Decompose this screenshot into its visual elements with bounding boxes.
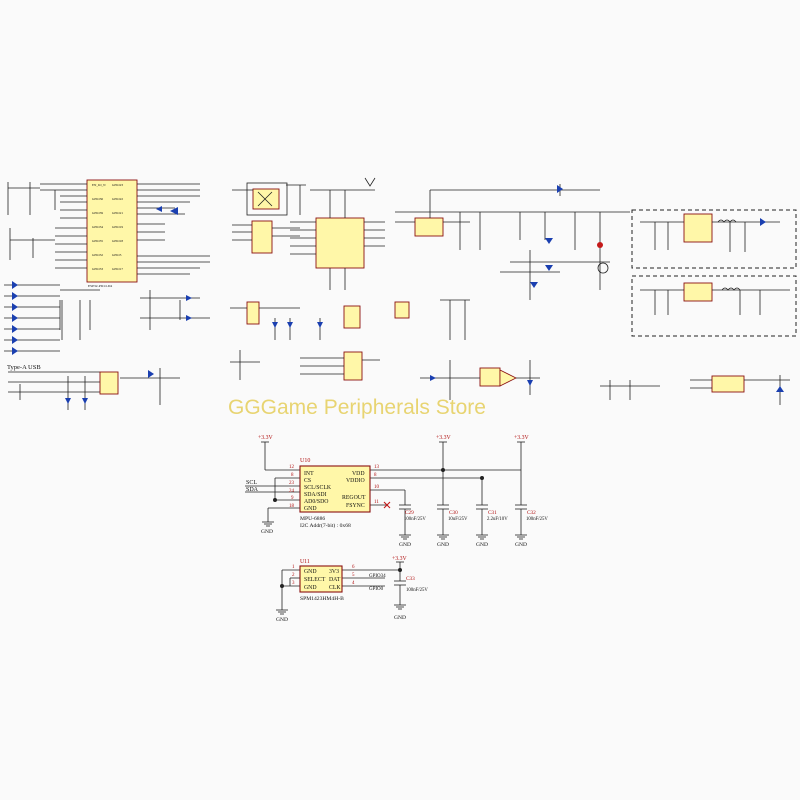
svg-text:GPIO5: GPIO5: [112, 253, 122, 257]
cap-ref: C31: [488, 510, 497, 516]
mic-pin-name: GND: [304, 569, 317, 575]
mpu6886-chip: [299, 465, 371, 513]
imu-pin-name: VDD: [352, 471, 365, 477]
svg-text:ESP32-PICO-D4: ESP32-PICO-D4: [88, 284, 112, 288]
gnd-label: GND: [476, 542, 488, 548]
imu-part: MPU-6886: [300, 516, 325, 522]
cap-value: 100nF/25V: [526, 517, 548, 522]
mic-pin-name: DAT: [329, 577, 341, 583]
imu-pin-num: 11: [374, 500, 379, 505]
svg-text:GPIO22: GPIO22: [112, 197, 123, 201]
rail-label: +3.3V: [258, 435, 274, 441]
spm1423-chip: [299, 565, 343, 593]
watermark: GGGame Peripherals Store: [228, 396, 486, 419]
net-dat-label: GPIO34: [369, 574, 386, 579]
rail-label: +3.3V: [436, 435, 452, 441]
cap-ref: C29: [405, 510, 414, 516]
lower-middle-ics: [394, 299, 790, 405]
cap-value: 100nF/25V: [406, 588, 428, 593]
imu-pin-name: CS: [304, 478, 311, 484]
net-scl-label: SCL: [246, 480, 257, 486]
imu-pin-num: 9: [291, 496, 294, 501]
mic-pin-num: 2: [292, 573, 295, 578]
svg-text:GPIO36: GPIO36: [92, 197, 103, 201]
middle-left-blocks: [59, 290, 380, 381]
imu-pin-num: 13: [374, 465, 380, 470]
clock-block: [232, 182, 306, 254]
svg-text:EN_IO_N: EN_IO_N: [92, 183, 106, 187]
rail-label: +3.3V: [514, 435, 530, 441]
gnd-label: GND: [261, 529, 273, 535]
mic-pin-name: GND: [304, 585, 317, 591]
svg-text:GPIO32: GPIO32: [92, 253, 103, 257]
gnd-label: GND: [515, 542, 527, 548]
mic-pin-name: 3V3: [329, 569, 339, 575]
cap-value: 2.2uF/10V: [487, 517, 508, 522]
mic-pin-num: 4: [352, 581, 355, 586]
imu-pin-num: 18: [289, 504, 295, 509]
mic-pin-num: 1: [292, 565, 295, 570]
svg-text:GPIO33: GPIO33: [92, 267, 103, 271]
mic-section: U11 SPM1423HM4H-B 1 2 3 GND SELECT GND 3…: [276, 556, 428, 623]
imu-pin-num: 24: [289, 489, 295, 494]
imu-pin-name: SDA/SDI: [304, 492, 327, 498]
imu-pin-num: 8: [291, 473, 294, 478]
imu-pin-name: REGOUT: [342, 495, 366, 501]
imu-pin-num: 23: [289, 481, 295, 486]
svg-text:GPIO19: GPIO19: [112, 225, 123, 229]
esd-diode-column: [4, 281, 100, 355]
svg-text:GPIO21: GPIO21: [112, 211, 123, 215]
svg-text:GPIO23: GPIO23: [112, 183, 123, 187]
mic-pin-name: SELECT: [304, 577, 326, 583]
imu-pin-name: INT: [304, 471, 314, 477]
cap-ref: C33: [406, 576, 415, 582]
imu-pin-name: FSYNC: [346, 503, 365, 509]
gnd-label: GND: [276, 617, 288, 623]
imu-pin-name: AD0/SDO: [304, 499, 328, 505]
mic-ref: U11: [300, 559, 310, 565]
mic-pin-num: 3: [292, 581, 295, 586]
net-sda-label: SDA: [246, 487, 259, 493]
mic-pin-name: CLK: [329, 585, 341, 591]
imu-pin-name: SCL/SCLK: [304, 485, 332, 491]
gnd-label: GND: [394, 615, 406, 621]
svg-text:GPIO39: GPIO39: [92, 211, 103, 215]
mic-pin-num: 6: [352, 565, 355, 570]
boost-converter-boxes: [631, 209, 797, 337]
usb-area: Type-A USB: [7, 364, 180, 410]
imu-pin-name: GND: [304, 506, 317, 512]
cap-ref: C32: [527, 510, 536, 516]
svg-text:GPIO35: GPIO35: [92, 239, 103, 243]
cap-ref: C30: [449, 510, 458, 516]
cap-value: 100nF/25V: [404, 517, 426, 522]
regulator-block: [395, 184, 630, 300]
imu-pin-num: 10: [374, 485, 380, 490]
mic-part: SPM1423HM4H-B: [300, 596, 344, 602]
svg-text:GPIO18: GPIO18: [112, 239, 123, 243]
cap-value: 10uF/25V: [448, 517, 468, 522]
gnd-label: GND: [437, 542, 449, 548]
rail-label: +3.3V: [392, 556, 408, 562]
imu-pin-num: 8: [374, 473, 377, 478]
imu-ref: U10: [300, 458, 310, 464]
svg-text:GPIO17: GPIO17: [112, 267, 123, 271]
imu-addr-note: I2C Addr(7-bit) : 0x68: [300, 522, 351, 529]
imu-section: U10 MPU-6886 I2C Addr(7-bit) : 0x68 12 8…: [245, 435, 548, 548]
net-clk-label: GPIO0: [369, 587, 384, 592]
usb-label: Type-A USB: [7, 364, 41, 371]
gnd-label: GND: [399, 542, 411, 548]
imu-pin-num: 12: [289, 465, 295, 470]
svg-text:GPIO34: GPIO34: [92, 225, 103, 229]
central-ic: [290, 177, 385, 290]
mic-pin-num: 5: [352, 573, 355, 578]
imu-pin-name: VDDIO: [346, 478, 365, 484]
